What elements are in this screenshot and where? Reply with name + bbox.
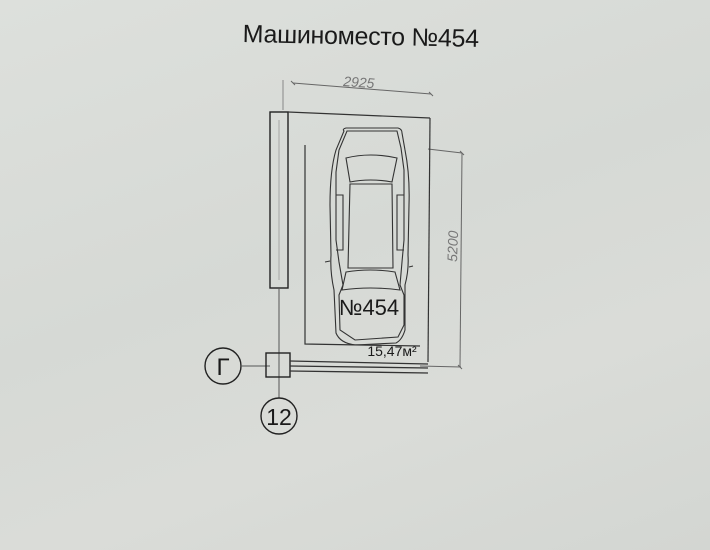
length-dimension-label: 5200 xyxy=(444,230,461,262)
width-dimension-label: 2925 xyxy=(342,73,375,91)
axis-marker-number: 12 xyxy=(260,397,298,435)
car-icon xyxy=(324,127,414,346)
column-square xyxy=(265,352,291,378)
bottom-wall xyxy=(289,360,429,374)
width-dimension xyxy=(282,80,434,110)
space-number-label: №454 xyxy=(339,295,399,320)
axis-letter-label: Г xyxy=(217,354,230,381)
wall-strip xyxy=(269,111,289,289)
length-dimension xyxy=(419,148,465,370)
axis-number-label: 12 xyxy=(266,404,292,430)
area-label: 15,47м² xyxy=(367,343,417,359)
parking-space-outline xyxy=(287,111,431,363)
grid-axes xyxy=(242,288,280,398)
axis-marker-letter: Г xyxy=(204,347,242,385)
